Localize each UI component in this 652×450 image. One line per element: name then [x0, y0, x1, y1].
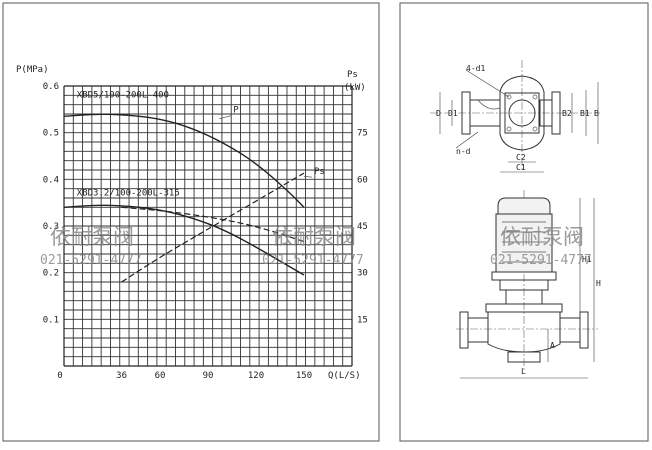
- y2-axis-unit: (kW): [344, 83, 366, 93]
- x-tick-label: 120: [248, 371, 264, 381]
- y-axis-title: P(MPa): [16, 65, 49, 75]
- x-tick-label: 60: [155, 371, 166, 381]
- pump-body-top: [499, 75, 545, 151]
- y-tick-label: 0.3: [43, 222, 59, 232]
- y2-tick-label: 60: [357, 175, 368, 185]
- y-tick-label: 0.6: [43, 82, 59, 92]
- y-tick-label: 0.4: [43, 175, 59, 185]
- model-label-0: XBD5/100-200L-400: [77, 91, 169, 101]
- dim-A: A: [550, 341, 555, 350]
- bolt-hole-1: [506, 94, 512, 100]
- leader-curve: [477, 99, 501, 110]
- watermark-phone-right: 021-5291-4777: [490, 253, 592, 268]
- outline-panel-frame: [399, 2, 649, 442]
- x-tick-label: 150: [296, 371, 312, 381]
- bolt-hole-2: [532, 94, 538, 100]
- y-tick-label: 0.5: [43, 129, 59, 139]
- y2-tick-label: 30: [357, 269, 368, 279]
- chart-series: [63, 113, 305, 283]
- dim-4-d1: 4-d1: [466, 64, 485, 73]
- motor-flange-square: [504, 92, 540, 134]
- leader-n-d: [455, 131, 479, 149]
- watermark-company-right: 依耐泵阀: [500, 225, 584, 249]
- pump-foot: [507, 351, 541, 363]
- watermark-phone-mid: 021-5291-4777: [262, 253, 364, 268]
- side-inlet-pipe: [467, 317, 489, 343]
- series-label-0: P: [233, 106, 239, 116]
- dim-H1: H1: [582, 255, 592, 264]
- x-tick-label: 90: [203, 371, 214, 381]
- series-line-1: [63, 204, 305, 276]
- watermark-company-left: 依耐泵阀: [50, 225, 134, 249]
- dim-B2: B2: [562, 109, 572, 118]
- chart-ticks: 0 36 60 90 120 150 0.1 0.2 0.3 0.4 0.5 0.6 15 30 45 60 7…: [43, 82, 368, 381]
- outline-top-view: 4-d1 D D1 B2 B1 B n-d C2 C1: [430, 60, 600, 173]
- series-leader-2: [303, 175, 313, 178]
- chart-axes: [63, 85, 353, 367]
- fan-cover-top: [497, 197, 551, 215]
- dim-D: D: [436, 109, 441, 118]
- series-line-2: [121, 172, 305, 283]
- watermark-company-mid: 依耐泵阀: [272, 225, 356, 249]
- y-tick-label: 0.2: [43, 269, 59, 279]
- dim-D1: D1: [448, 109, 458, 118]
- dim-n-d: n-d: [456, 147, 471, 156]
- side-inlet-flange: [459, 311, 469, 349]
- chart-panel-frame: [2, 2, 380, 442]
- model-label-1: XBD3.2/100-200L-315: [77, 189, 180, 199]
- dim-C1: C1: [516, 163, 526, 172]
- series-line-0: [63, 113, 305, 208]
- y2-tick-label: 15: [357, 315, 368, 325]
- side-outlet-pipe: [559, 317, 581, 343]
- watermark-phone-left: 021-5291-4777: [40, 253, 142, 268]
- series-leader-0: [219, 115, 232, 119]
- side-outlet-flange: [579, 311, 589, 349]
- bolt-hole-3: [506, 126, 512, 132]
- bolt-hole-4: [532, 126, 538, 132]
- y2-tick-label: 45: [357, 222, 368, 232]
- motor-flange-circle: [508, 99, 536, 127]
- series-label-2: Ps: [314, 167, 325, 177]
- dim-B: B: [594, 109, 599, 118]
- leader-4-d1: [465, 69, 510, 98]
- y-tick-label-0: 0: [57, 371, 62, 381]
- outlet-pipe: [539, 99, 553, 127]
- series-line-3: [121, 206, 305, 243]
- outline-side-view: H1 H A L: [456, 190, 601, 379]
- dim-C2: C2: [516, 153, 526, 162]
- x-tick-label: 36: [116, 371, 127, 381]
- y2-tick-label: 75: [357, 129, 368, 139]
- dim-H: H: [596, 279, 601, 288]
- y-tick-label: 0.1: [43, 315, 59, 325]
- performance-chart: 0 36 60 90 120 150 0.1 0.2 0.3 0.4 0.5 0.6 15 30 45 60 7…: [16, 65, 368, 381]
- dim-L: L: [521, 367, 526, 376]
- dim-B1: B1: [580, 109, 590, 118]
- x-axis-title: Q(L/S): [328, 371, 361, 381]
- y2-axis-title: Ps: [347, 70, 358, 80]
